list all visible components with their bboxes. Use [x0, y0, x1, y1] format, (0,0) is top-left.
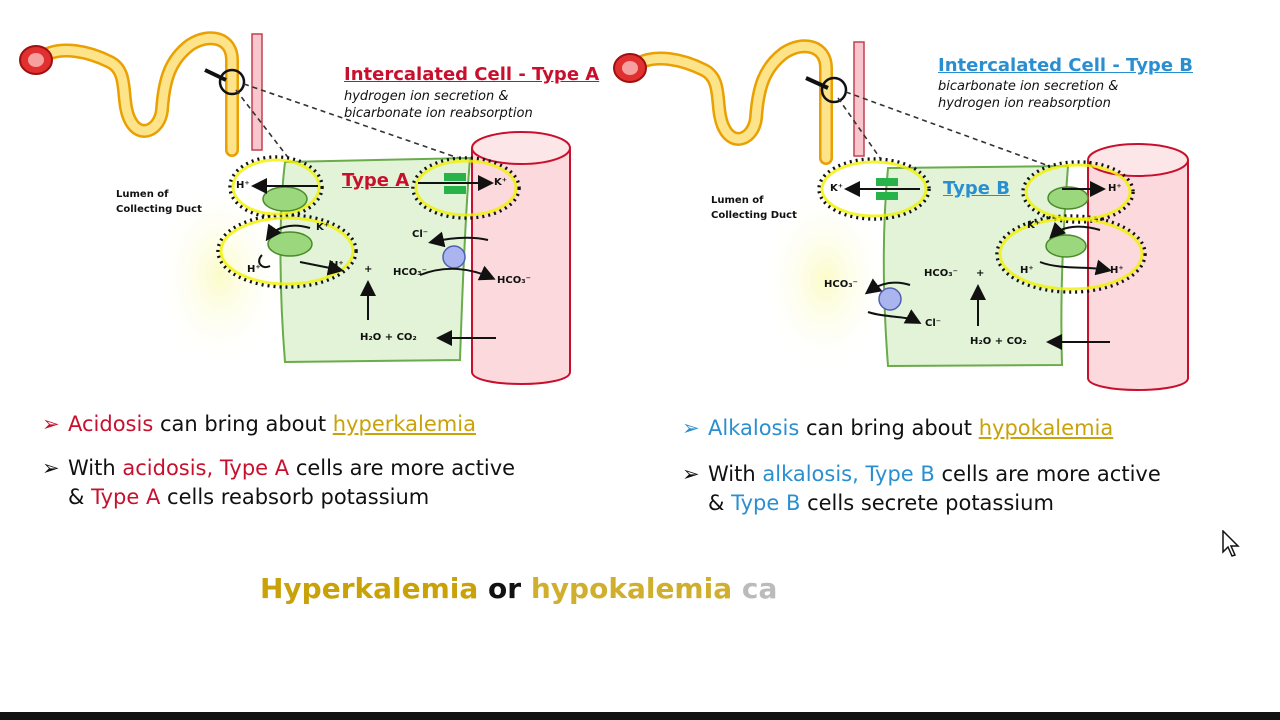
left-k-channel — [444, 173, 466, 181]
caption-or: or — [478, 572, 531, 605]
left-cl-hco3-exchanger — [442, 245, 466, 269]
caption-fading: ca — [732, 572, 778, 605]
left-panel-subtitle-1: hydrogen ion secretion & — [344, 89, 509, 104]
bullet-text: With — [68, 456, 123, 480]
bottom-letterbox — [0, 712, 1280, 720]
bullet-arrow-icon: ➢ — [682, 416, 700, 440]
left-nephron-tubule — [19, 31, 471, 163]
left-h-pump — [262, 186, 308, 212]
bullet-arrow-icon: ➢ — [42, 412, 60, 436]
left-lumen-label-2: Collecting Duct — [116, 204, 202, 215]
right-h-top: H⁺ — [1108, 183, 1122, 194]
left-highlight-k-channel — [411, 156, 521, 220]
acidosis-type-a-term: acidosis, Type A — [122, 456, 290, 480]
bullet-text: cells secrete potassium — [800, 491, 1054, 515]
right-panel-subtitle-1: bicarbonate ion secretion & — [938, 79, 1119, 94]
right-bullet-2-line-1: ➢ With alkalosis, Type B cells are more a… — [682, 462, 1161, 486]
left-h-top: H⁺ — [236, 180, 250, 191]
left-panel-title: Intercalated Cell - Type A — [344, 64, 600, 85]
left-cl: Cl⁻ — [412, 229, 429, 240]
left-highlight-hk-exchanger — [216, 213, 358, 289]
right-h-low-left: H⁺ — [1020, 265, 1034, 276]
acidosis-term: Acidosis — [68, 412, 154, 436]
bullet-text: can bring about — [799, 416, 979, 440]
right-hk-exchanger — [1045, 234, 1087, 258]
right-h-low-right: H⁺ — [1110, 265, 1124, 276]
hyperkalemia-caption: Hyperkalemia — [260, 572, 479, 605]
bullet-text: cells reabsorb potassium — [160, 485, 430, 509]
left-h-low-left: H⁺ — [247, 264, 261, 275]
hyperkalemia-term: hyperkalemia — [332, 412, 476, 436]
right-type-label: Type B — [943, 178, 1010, 199]
bullet-arrow-icon: ➢ — [42, 456, 60, 480]
right-highlight-k-channel — [817, 157, 931, 221]
right-plus: + — [976, 268, 985, 279]
bullet-text: & — [68, 485, 92, 509]
hypokalemia-caption: hypokalemia — [530, 572, 733, 605]
bullet-text: & — [708, 491, 732, 515]
bullet-text: With — [708, 462, 763, 486]
bottom-caption: Hyperkalemia or hypokalemia ca — [260, 572, 777, 605]
right-hco3-left: HCO₃⁻ — [824, 279, 858, 290]
right-k-left: K⁺ — [830, 183, 844, 194]
mouse-cursor-icon — [1222, 530, 1240, 557]
right-highlight-hk-exchanger — [995, 214, 1147, 294]
left-k-top: K⁺ — [494, 177, 508, 188]
bullet-text: cells are more active — [289, 456, 516, 480]
right-nephron-tubule — [613, 39, 1061, 171]
right-h2o-co2: H₂O + CO₂ — [970, 336, 1027, 347]
alkalosis-term: Alkalosis — [708, 416, 800, 440]
left-hco3-b: HCO₃⁻ — [497, 275, 531, 286]
left-panel — [19, 31, 571, 385]
bullet-arrow-icon: ➢ — [682, 462, 700, 486]
right-panel-title: Intercalated Cell - Type B — [938, 55, 1194, 76]
left-h2o-co2: H₂O + CO₂ — [360, 332, 417, 343]
right-highlight-h-pump — [1021, 160, 1135, 224]
right-lumen-label-2: Collecting Duct — [711, 210, 797, 221]
right-k-channel — [876, 178, 898, 186]
right-bullet-1: ➢ Alkalosis can bring about hypokalemia — [682, 416, 1113, 440]
left-hco3-a: HCO₃⁻ — [393, 267, 427, 278]
left-bullet-2-line-2: & Type A cells reabsorb potassium — [68, 485, 429, 509]
right-cl: Cl⁻ — [925, 318, 942, 329]
left-hk-exchanger — [267, 231, 313, 257]
left-h-low-right: H⁺ — [330, 260, 344, 271]
left-bullet-1: ➢ Acidosis can bring about hyperkalemia — [42, 412, 476, 436]
right-lumen-label-1: Lumen of — [711, 195, 764, 206]
bullet-text: can bring about — [153, 412, 333, 436]
left-panel-subtitle-2: bicarbonate ion reabsorption — [344, 106, 533, 121]
bullet-text: cells are more active — [934, 462, 1161, 486]
left-k-mid: K⁺ — [316, 222, 330, 233]
right-bullet-2-line-2: & Type B cells secrete potassium — [708, 491, 1054, 515]
hypokalemia-term: hypokalemia — [978, 416, 1114, 440]
right-panel — [613, 39, 1189, 391]
right-cl-hco3-exchanger — [878, 287, 902, 311]
alkalosis-type-b-term: alkalosis, Type B — [762, 462, 935, 486]
right-panel-subtitle-2: hydrogen ion reabsorption — [938, 96, 1111, 111]
left-bullet-2-line-1: ➢ With acidosis, Type A cells are more ac… — [42, 456, 515, 480]
right-k-mid: K⁺ — [1027, 220, 1041, 231]
left-lumen-label-1: Lumen of — [116, 189, 169, 200]
type-a-term: Type A — [91, 485, 161, 509]
left-plus: + — [364, 264, 373, 275]
left-blood-vessel — [471, 131, 571, 385]
right-blood-vessel — [1087, 143, 1189, 391]
right-h-pump — [1047, 186, 1089, 210]
left-type-label: Type A — [342, 170, 410, 191]
type-b-term: Type B — [731, 491, 801, 515]
right-hco3-mid: HCO₃⁻ — [924, 268, 958, 279]
